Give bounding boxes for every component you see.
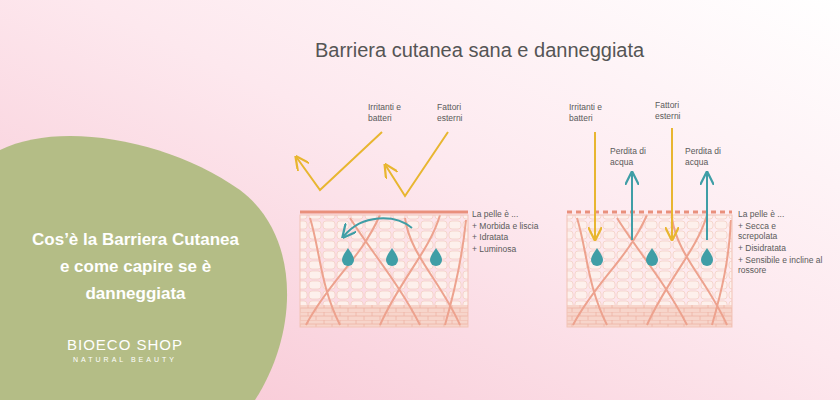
skin-list-item: + Morbida e liscia — [472, 221, 562, 232]
healthy-skin — [297, 132, 468, 327]
logo-text: BIOECO SHOP — [25, 336, 225, 355]
skin-list-item: + Idratata — [472, 232, 562, 243]
arrow-label: Irritanti e batteri — [569, 102, 617, 123]
arrow-label: Fattori esterni — [655, 100, 695, 121]
skin-list-item: + Sensibile e incline al rossore — [738, 255, 830, 276]
heading-text: Cos’è la Barriera Cutanea e come capire … — [28, 226, 243, 307]
skin-list-heading: La pelle è ... — [472, 209, 562, 220]
skin-list-heading: La pelle è ... — [738, 209, 830, 220]
arrow-label: Perdita di acqua — [610, 146, 652, 167]
skin-list-item: + Secca e screpolata — [738, 221, 816, 242]
logo-tagline: NATURAL BEAUTY — [25, 356, 225, 365]
title: Barriera cutanea sana e danneggiata — [315, 38, 644, 63]
damaged-skin — [567, 128, 732, 327]
skin-list-item: + Luminosa — [472, 244, 562, 255]
arrow-label: Fattori esterni — [437, 102, 477, 123]
skin-list-item: + Disidratata — [738, 243, 830, 254]
arrow-label: Irritanti e batteri — [368, 102, 416, 123]
arrow-label: Perdita di acqua — [685, 146, 727, 167]
